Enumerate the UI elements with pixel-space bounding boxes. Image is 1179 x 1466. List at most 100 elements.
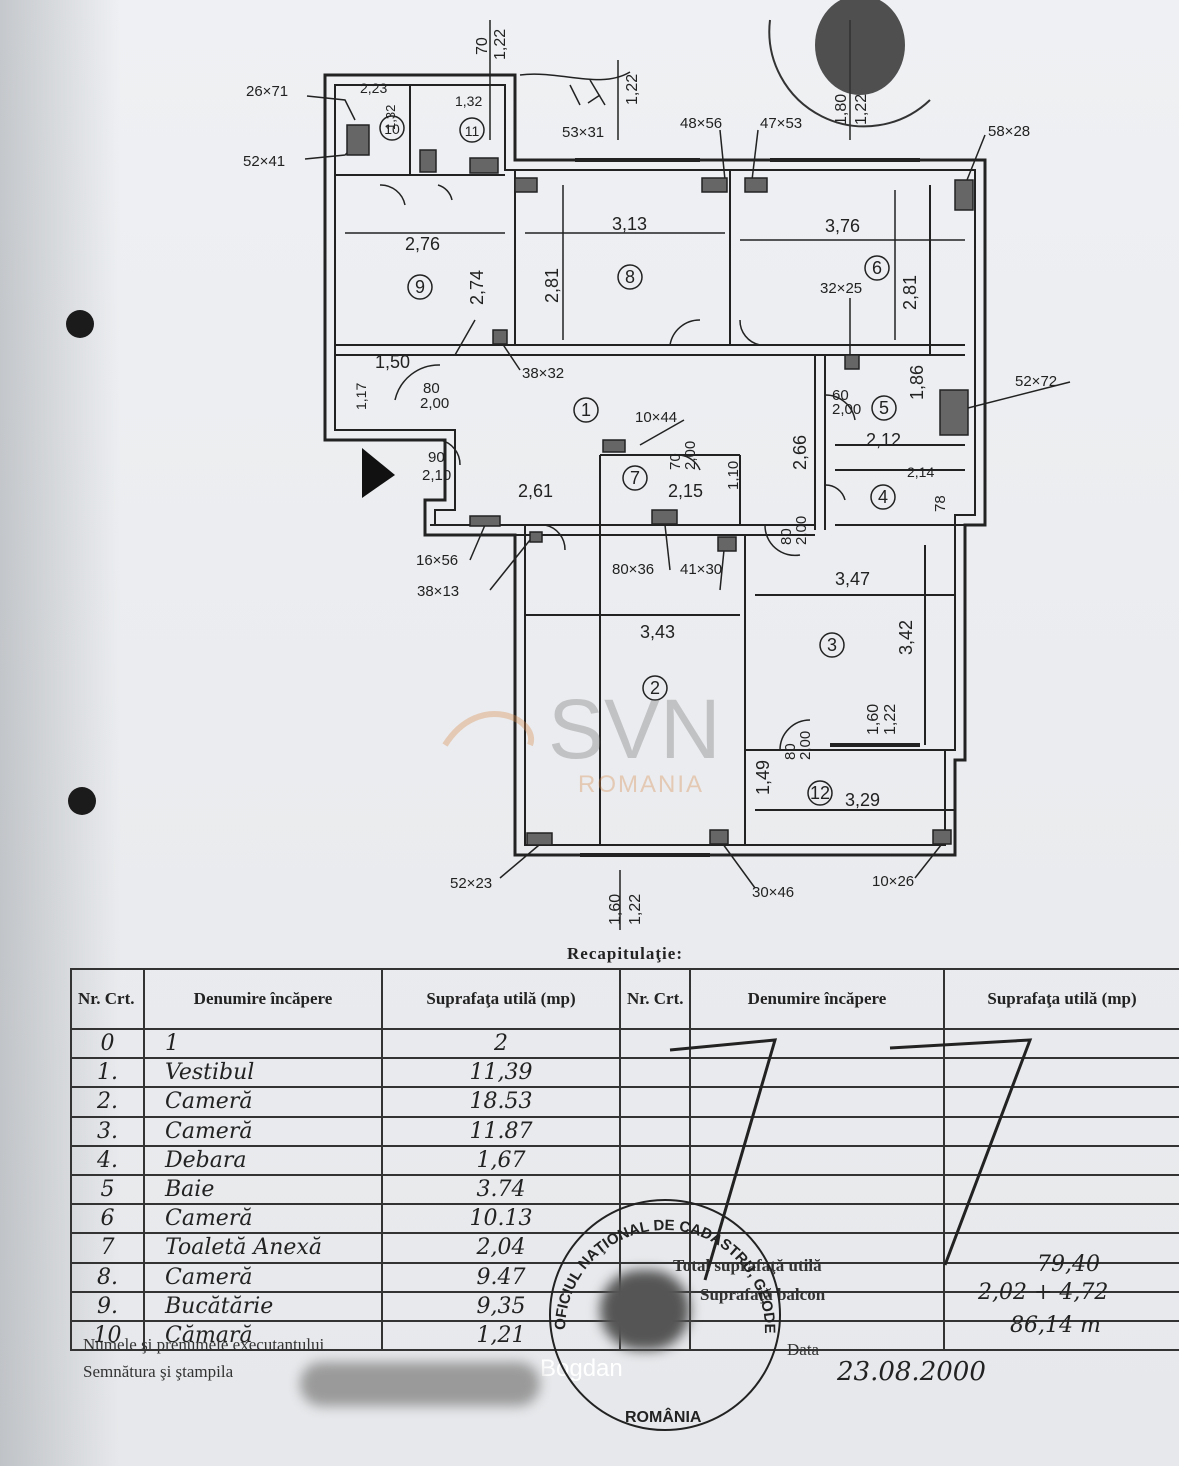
row-empty-cell: [689, 1057, 945, 1089]
door-dim-g-bottom: 2,00: [832, 401, 861, 418]
door-dim-a-bottom: 2,00: [420, 395, 449, 412]
window-dim-top-d: 1,80: [833, 94, 850, 125]
row-empty-cell: [943, 1086, 1179, 1118]
row-empty-cell: [943, 1115, 1179, 1147]
scribble: [519, 71, 631, 106]
header-name-2: Denumire încăpere: [689, 968, 945, 1030]
door-dim-c-bottom: 2,10: [422, 467, 451, 484]
floor-plan: 9 8 6 1 5 7 4 3 2 12 10 11 2,76 3,13 3,7…: [243, 0, 1071, 930]
row-empty-cell: [619, 1057, 691, 1089]
row-nr: 10: [70, 1319, 145, 1352]
row-name: Cameră: [143, 1261, 383, 1293]
sum-value: 86,14 m: [1010, 1313, 1101, 1338]
dim-hall-b: 2,61: [518, 481, 553, 501]
row-empty-cell: [619, 1232, 691, 1264]
row-nr: 6: [70, 1203, 145, 1235]
row-empty-cell: [689, 1232, 945, 1264]
room-number-2: 2: [650, 678, 660, 698]
row-empty-cell: [689, 1290, 945, 1322]
punch-hole-top: [66, 310, 94, 338]
dim-r5-height: 1,86: [907, 365, 927, 400]
room-number-10: 10: [384, 121, 400, 137]
row-empty-cell: [689, 1115, 945, 1147]
detail-label-8: 32×25: [820, 280, 862, 297]
watermark-brand: SVN: [548, 682, 721, 776]
row-empty-cell: [943, 1057, 1179, 1089]
room-number-12: 12: [810, 783, 830, 803]
header-name: Denumire încăpere: [143, 968, 383, 1030]
dim-r4-height: 78: [932, 495, 949, 512]
detail-label-16: 30×46: [752, 884, 794, 901]
dim-r12-width: 3,29: [845, 790, 880, 810]
header-area-2: Suprafaţa utilă (mp): [943, 968, 1179, 1030]
recap-title: Recapitulaţie:: [567, 944, 683, 963]
redacted-signature: [300, 1362, 540, 1406]
detail-label-6: 58×28: [988, 123, 1030, 140]
row-area: 18.53: [381, 1086, 621, 1118]
door-dim-a-top: 80: [423, 380, 440, 397]
row-name: Cameră: [143, 1086, 383, 1118]
window-dim-top-b: 1,22: [492, 29, 509, 60]
row-nr: 3.: [70, 1115, 145, 1147]
dim-r2-width: 3,43: [640, 622, 675, 642]
dim-r6-width: 3,76: [825, 216, 860, 236]
row-name: Cameră: [143, 1115, 383, 1147]
detail-label-12: 38×13: [417, 583, 459, 600]
row-area: 9,35: [381, 1290, 621, 1322]
row-name: Cămară: [143, 1319, 383, 1352]
window-dim-right-a: 1,60: [865, 704, 882, 735]
row-area: 1,21: [381, 1319, 621, 1352]
watermark: SVN ROMANIA: [442, 682, 721, 798]
row-empty-cell: [689, 1086, 945, 1118]
row-nr: 0: [70, 1027, 145, 1060]
header-area: Suprafaţa utilă (mp): [381, 968, 621, 1030]
dim-r6-height: 2,81: [900, 275, 920, 310]
detail-label-3: 53×31: [562, 124, 604, 141]
row-empty-cell: [943, 1232, 1179, 1264]
row-empty-cell: [943, 1173, 1179, 1206]
row-empty-cell: [689, 1261, 945, 1293]
room-number-7: 7: [630, 468, 640, 488]
executant-name: Bogdan: [540, 1355, 623, 1382]
window-dim-top-c: 1,22: [624, 74, 641, 105]
row-area: 11.87: [381, 1115, 621, 1147]
row-empty-cell: [943, 1261, 1179, 1293]
row-empty-cell: [619, 1115, 691, 1147]
recap-table: Nr. Crt. Denumire încăpere Suprafaţa uti…: [70, 968, 1179, 1352]
total-value: 79,40: [1037, 1252, 1100, 1277]
detail-label-5: 47×53: [760, 115, 802, 132]
row-empty-cell: [619, 1144, 691, 1176]
detail-label-17: 10×26: [872, 873, 914, 890]
entrance-arrow-icon: [362, 448, 395, 498]
dim-r7-width: 2,15: [668, 481, 703, 501]
row-area: 11,39: [381, 1057, 621, 1089]
row-nr: 1.: [70, 1057, 145, 1089]
dim-r10-width: 2,23: [360, 80, 387, 96]
detail-label-15: 52×23: [450, 875, 492, 892]
recap-header-row: Nr. Crt. Denumire încăpere Suprafaţa uti…: [70, 968, 1179, 1030]
row-name: 1: [143, 1027, 383, 1060]
row-area: 1,67: [381, 1144, 621, 1176]
row-area: 9.47: [381, 1261, 621, 1293]
dim-r5-width: 2,12: [866, 430, 901, 450]
detail-label-7: 38×32: [522, 365, 564, 382]
row-name: Baie: [143, 1173, 383, 1206]
dim-r4-width: 2,14: [907, 464, 934, 480]
room-number-4: 4: [878, 487, 888, 507]
detail-label-9: 52×72: [1015, 373, 1057, 390]
row-empty-cell: [943, 1203, 1179, 1235]
dim-r8-width: 3,13: [612, 214, 647, 234]
row-empty-cell: [619, 1027, 691, 1060]
detail-label-13: 80×36: [612, 561, 654, 578]
room-number-8: 8: [625, 267, 635, 287]
stamp-country: ROMÂNIA: [625, 1407, 702, 1426]
window-dim-right-b: 1,22: [882, 704, 899, 735]
